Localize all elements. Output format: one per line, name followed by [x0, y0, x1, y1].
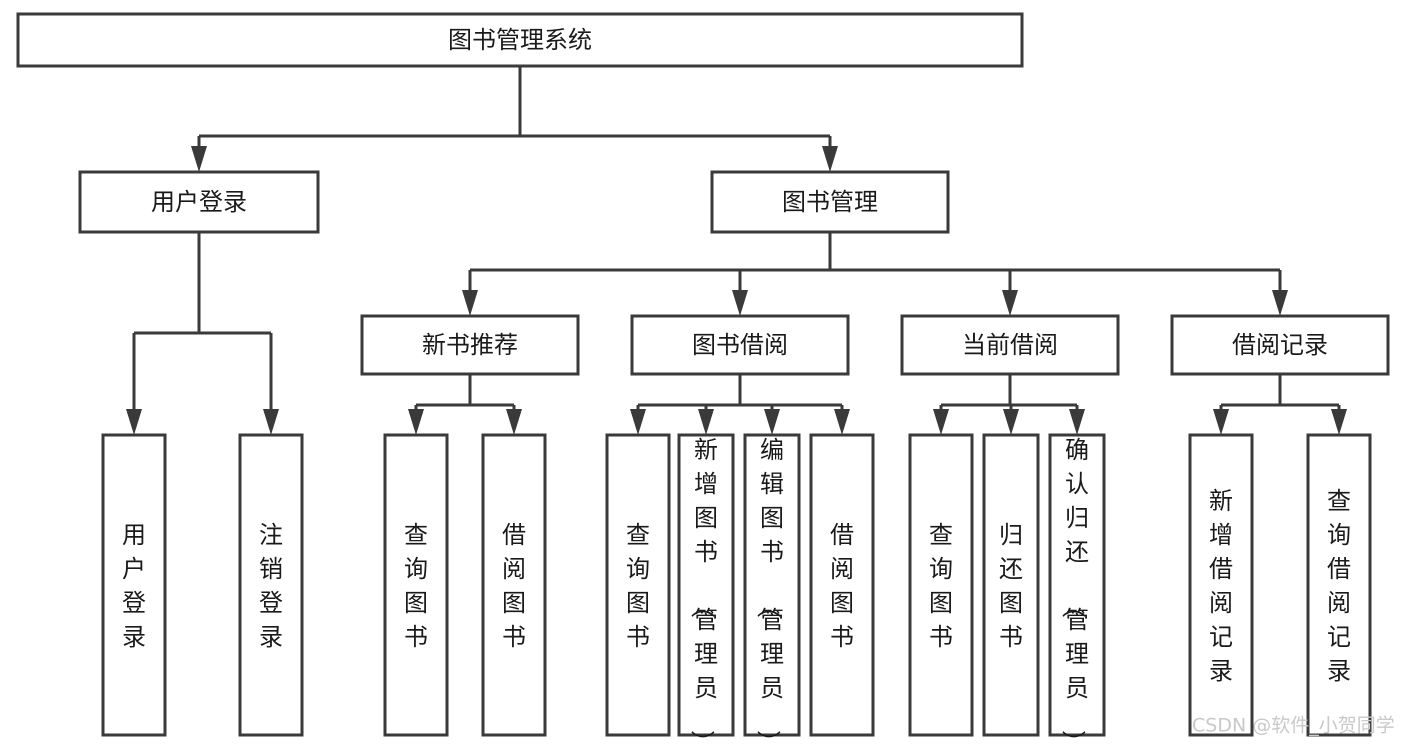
node-leaf-confirm-return[interactable]: 确认归还（管理员） [1048, 433, 1106, 747]
node-label: 用户登录 [151, 188, 247, 216]
node-box [16, 12, 1024, 68]
node-leaf-query-book-c[interactable]: 查询图书 [908, 433, 974, 737]
node-label: 图书管理 [782, 188, 878, 216]
node-box [982, 433, 1040, 737]
node-box [743, 433, 801, 737]
node-leaf-add-record[interactable]: 新增借阅记录 [1188, 433, 1254, 737]
node-box [1188, 433, 1254, 737]
node-leaf-add-book[interactable]: 新增图书（管理员） [677, 433, 735, 747]
node-box [360, 314, 580, 376]
node-box [605, 433, 671, 737]
node-label: 新增借阅记录 [1209, 487, 1233, 685]
node-label: 确认归还（管理员） [1059, 436, 1089, 747]
node-l2-book-borrow[interactable]: 图书借阅 [630, 314, 850, 376]
node-box [908, 433, 974, 737]
node-box [1048, 433, 1106, 737]
node-leaf-query-book-b[interactable]: 查询图书 [605, 433, 671, 737]
node-leaf-user-login[interactable]: 用户登录 [101, 433, 167, 737]
node-label: 图书管理系统 [448, 26, 592, 54]
node-l2-borrow-record[interactable]: 借阅记录 [1170, 314, 1390, 376]
node-box [630, 314, 850, 376]
node-leaf-borrow-book-a[interactable]: 借阅图书 [481, 433, 547, 737]
node-box [677, 433, 735, 737]
node-label: 借阅图书 [830, 521, 854, 651]
node-box [900, 314, 1120, 376]
node-l2-new-book-rec[interactable]: 新书推荐 [360, 314, 580, 376]
node-l1-user-login[interactable]: 用户登录 [78, 170, 320, 234]
node-label: 查询图书 [626, 521, 650, 651]
node-label: 查询图书 [404, 521, 428, 651]
node-label: 新增图书（管理员） [688, 436, 718, 747]
node-box [710, 170, 950, 234]
node-leaf-borrow-book-b[interactable]: 借阅图书 [809, 433, 875, 737]
node-label: 查询图书 [929, 521, 953, 651]
node-label: 借阅记录 [1232, 331, 1328, 359]
node-box [1306, 433, 1372, 737]
node-label: 注销登录 [259, 521, 283, 651]
node-label: 查询借阅记录 [1327, 487, 1351, 685]
node-leaf-query-book-a[interactable]: 查询图书 [383, 433, 449, 737]
node-label: 借阅图书 [502, 521, 526, 651]
node-label: 编辑图书（管理员） [754, 436, 784, 747]
node-box [383, 433, 449, 737]
node-box [101, 433, 167, 737]
node-box [481, 433, 547, 737]
node-label: 当前借阅 [962, 331, 1058, 359]
node-box [1170, 314, 1390, 376]
node-leaf-query-record[interactable]: 查询借阅记录 [1306, 433, 1372, 737]
node-leaf-return-book[interactable]: 归还图书 [982, 433, 1040, 737]
node-l1-book-mgmt[interactable]: 图书管理 [710, 170, 950, 234]
node-leaf-edit-book[interactable]: 编辑图书（管理员） [743, 433, 801, 747]
node-leaf-logout[interactable]: 注销登录 [238, 433, 304, 737]
node-label: 用户登录 [122, 521, 146, 651]
node-root[interactable]: 图书管理系统 [16, 12, 1024, 68]
csdn-watermark: CSDN @软件_小贺同学 [1192, 715, 1395, 737]
node-box [809, 433, 875, 737]
node-box [238, 433, 304, 737]
node-layer: 图书管理系统用户登录图书管理新书推荐图书借阅当前借阅借阅记录用户登录注销登录查询… [16, 12, 1390, 747]
node-label: 图书借阅 [692, 331, 788, 359]
node-box [78, 170, 320, 234]
node-l2-current-borrow[interactable]: 当前借阅 [900, 314, 1120, 376]
node-label: 归还图书 [999, 521, 1023, 651]
node-label: 新书推荐 [422, 331, 518, 359]
connector-layer [126, 66, 1347, 435]
